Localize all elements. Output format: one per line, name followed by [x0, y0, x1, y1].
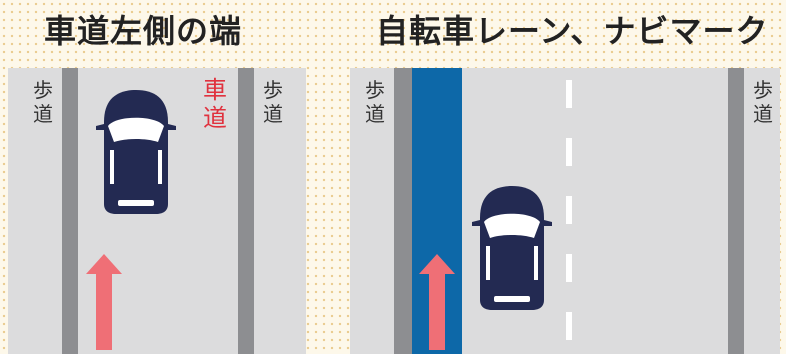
roadway-label: 車道: [203, 76, 227, 132]
right-road-diagram: 歩道 歩道: [350, 68, 780, 354]
right-curb-line: [238, 68, 254, 354]
left-road-diagram: 歩道 歩道 車道: [8, 68, 306, 354]
up-arrow-icon: [86, 254, 122, 350]
sidewalk-label-left: 歩道: [365, 78, 385, 126]
up-arrow-icon: [419, 254, 455, 350]
right-panel-title: 自転車レーン、ナビマーク: [376, 12, 769, 50]
left-panel-title: 車道左側の端: [44, 12, 243, 50]
car-icon: [96, 90, 176, 214]
left-curb-line: [394, 68, 412, 354]
lane-divider-dash: [566, 80, 572, 108]
left-curb-line: [62, 68, 78, 354]
sidewalk-label-right: 歩道: [263, 78, 283, 126]
lane-divider-dash: [566, 312, 572, 340]
lane-divider-dash: [566, 196, 572, 224]
sidewalk-label-right: 歩道: [753, 78, 773, 126]
sidewalk-label-left: 歩道: [33, 78, 53, 126]
lane-divider-dash: [566, 254, 572, 282]
right-curb-line: [728, 68, 744, 354]
lane-divider-dash: [566, 138, 572, 166]
car-icon: [472, 186, 552, 310]
